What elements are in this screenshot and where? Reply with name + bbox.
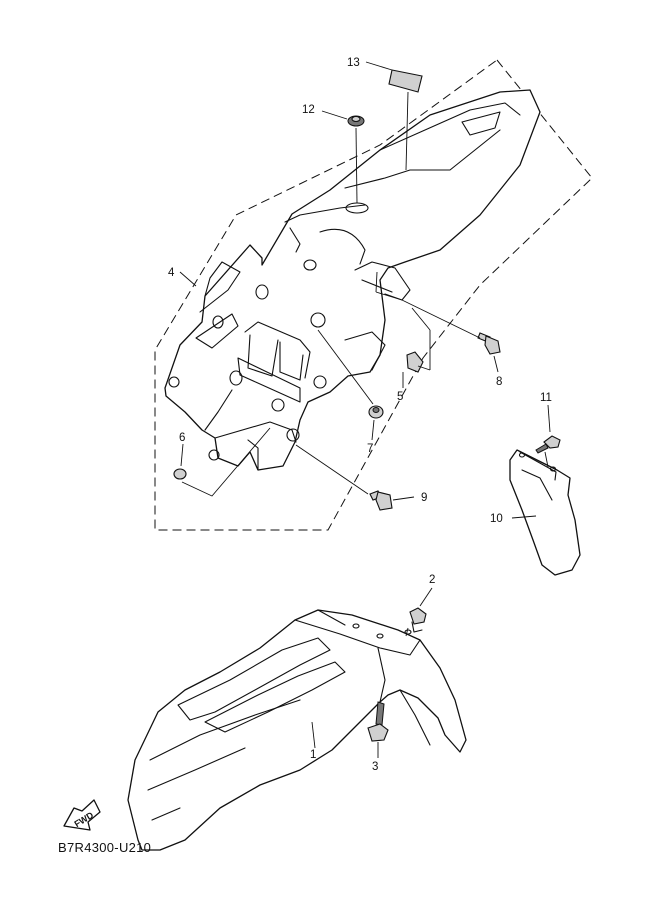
nut-part-2 — [409, 607, 427, 633]
callout-10: 10 — [490, 513, 503, 525]
callout-1: 1 — [310, 749, 316, 761]
callout-5: 5 — [397, 391, 403, 403]
bolt-part-9 — [369, 490, 393, 511]
callout-13: 13 — [347, 57, 360, 69]
rear-fender-part — [164, 89, 541, 471]
callout-6: 6 — [179, 432, 185, 444]
fwd-arrow-icon: FWD — [63, 799, 101, 831]
emblem-part — [388, 69, 423, 93]
bolt-part-8 — [477, 332, 501, 355]
assembly-boundary — [154, 59, 593, 531]
callout-9: 9 — [421, 492, 427, 504]
callout-7: 7 — [367, 443, 373, 455]
damper-part — [368, 405, 384, 419]
leader-lines — [179, 61, 551, 758]
front-fender-part — [127, 609, 467, 851]
diagram-code: B7R4300-U210 — [58, 840, 152, 855]
mud-flap-part — [509, 449, 581, 576]
nut-part — [406, 351, 424, 373]
grommet-part — [347, 115, 365, 127]
callout-12: 12 — [302, 104, 315, 116]
callout-3: 3 — [372, 761, 378, 773]
callout-11: 11 — [540, 392, 552, 404]
callout-8: 8 — [496, 376, 502, 388]
collar-part — [173, 468, 187, 480]
callout-2: 2 — [429, 574, 435, 586]
bolt-part-3 — [367, 701, 389, 742]
screw-part — [535, 435, 561, 454]
callout-4: 4 — [168, 267, 175, 279]
